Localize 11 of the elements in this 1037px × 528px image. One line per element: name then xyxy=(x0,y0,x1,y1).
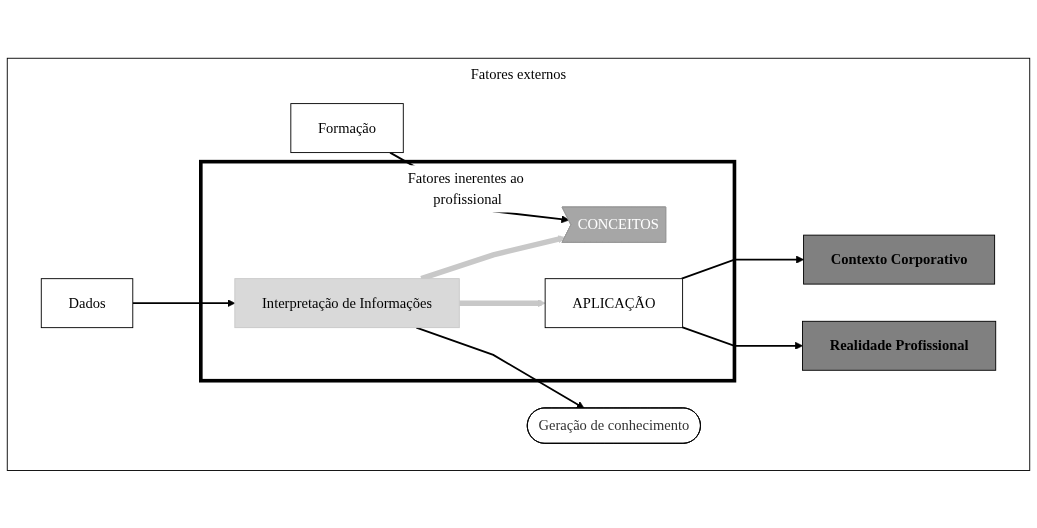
arrow xyxy=(131,298,236,307)
node-box: Dados xyxy=(40,277,134,328)
arrow xyxy=(415,326,585,409)
node-box: Realidade Profissional xyxy=(802,320,997,371)
arrow xyxy=(459,298,546,307)
arrow xyxy=(680,255,804,280)
node-box: Contexto Corporativo xyxy=(803,234,996,285)
node-box: Interpretação de Informações xyxy=(234,277,460,328)
node-box: Formação xyxy=(290,102,404,153)
arrow xyxy=(681,326,803,350)
node-box: APLICAÇÃO xyxy=(544,277,684,328)
